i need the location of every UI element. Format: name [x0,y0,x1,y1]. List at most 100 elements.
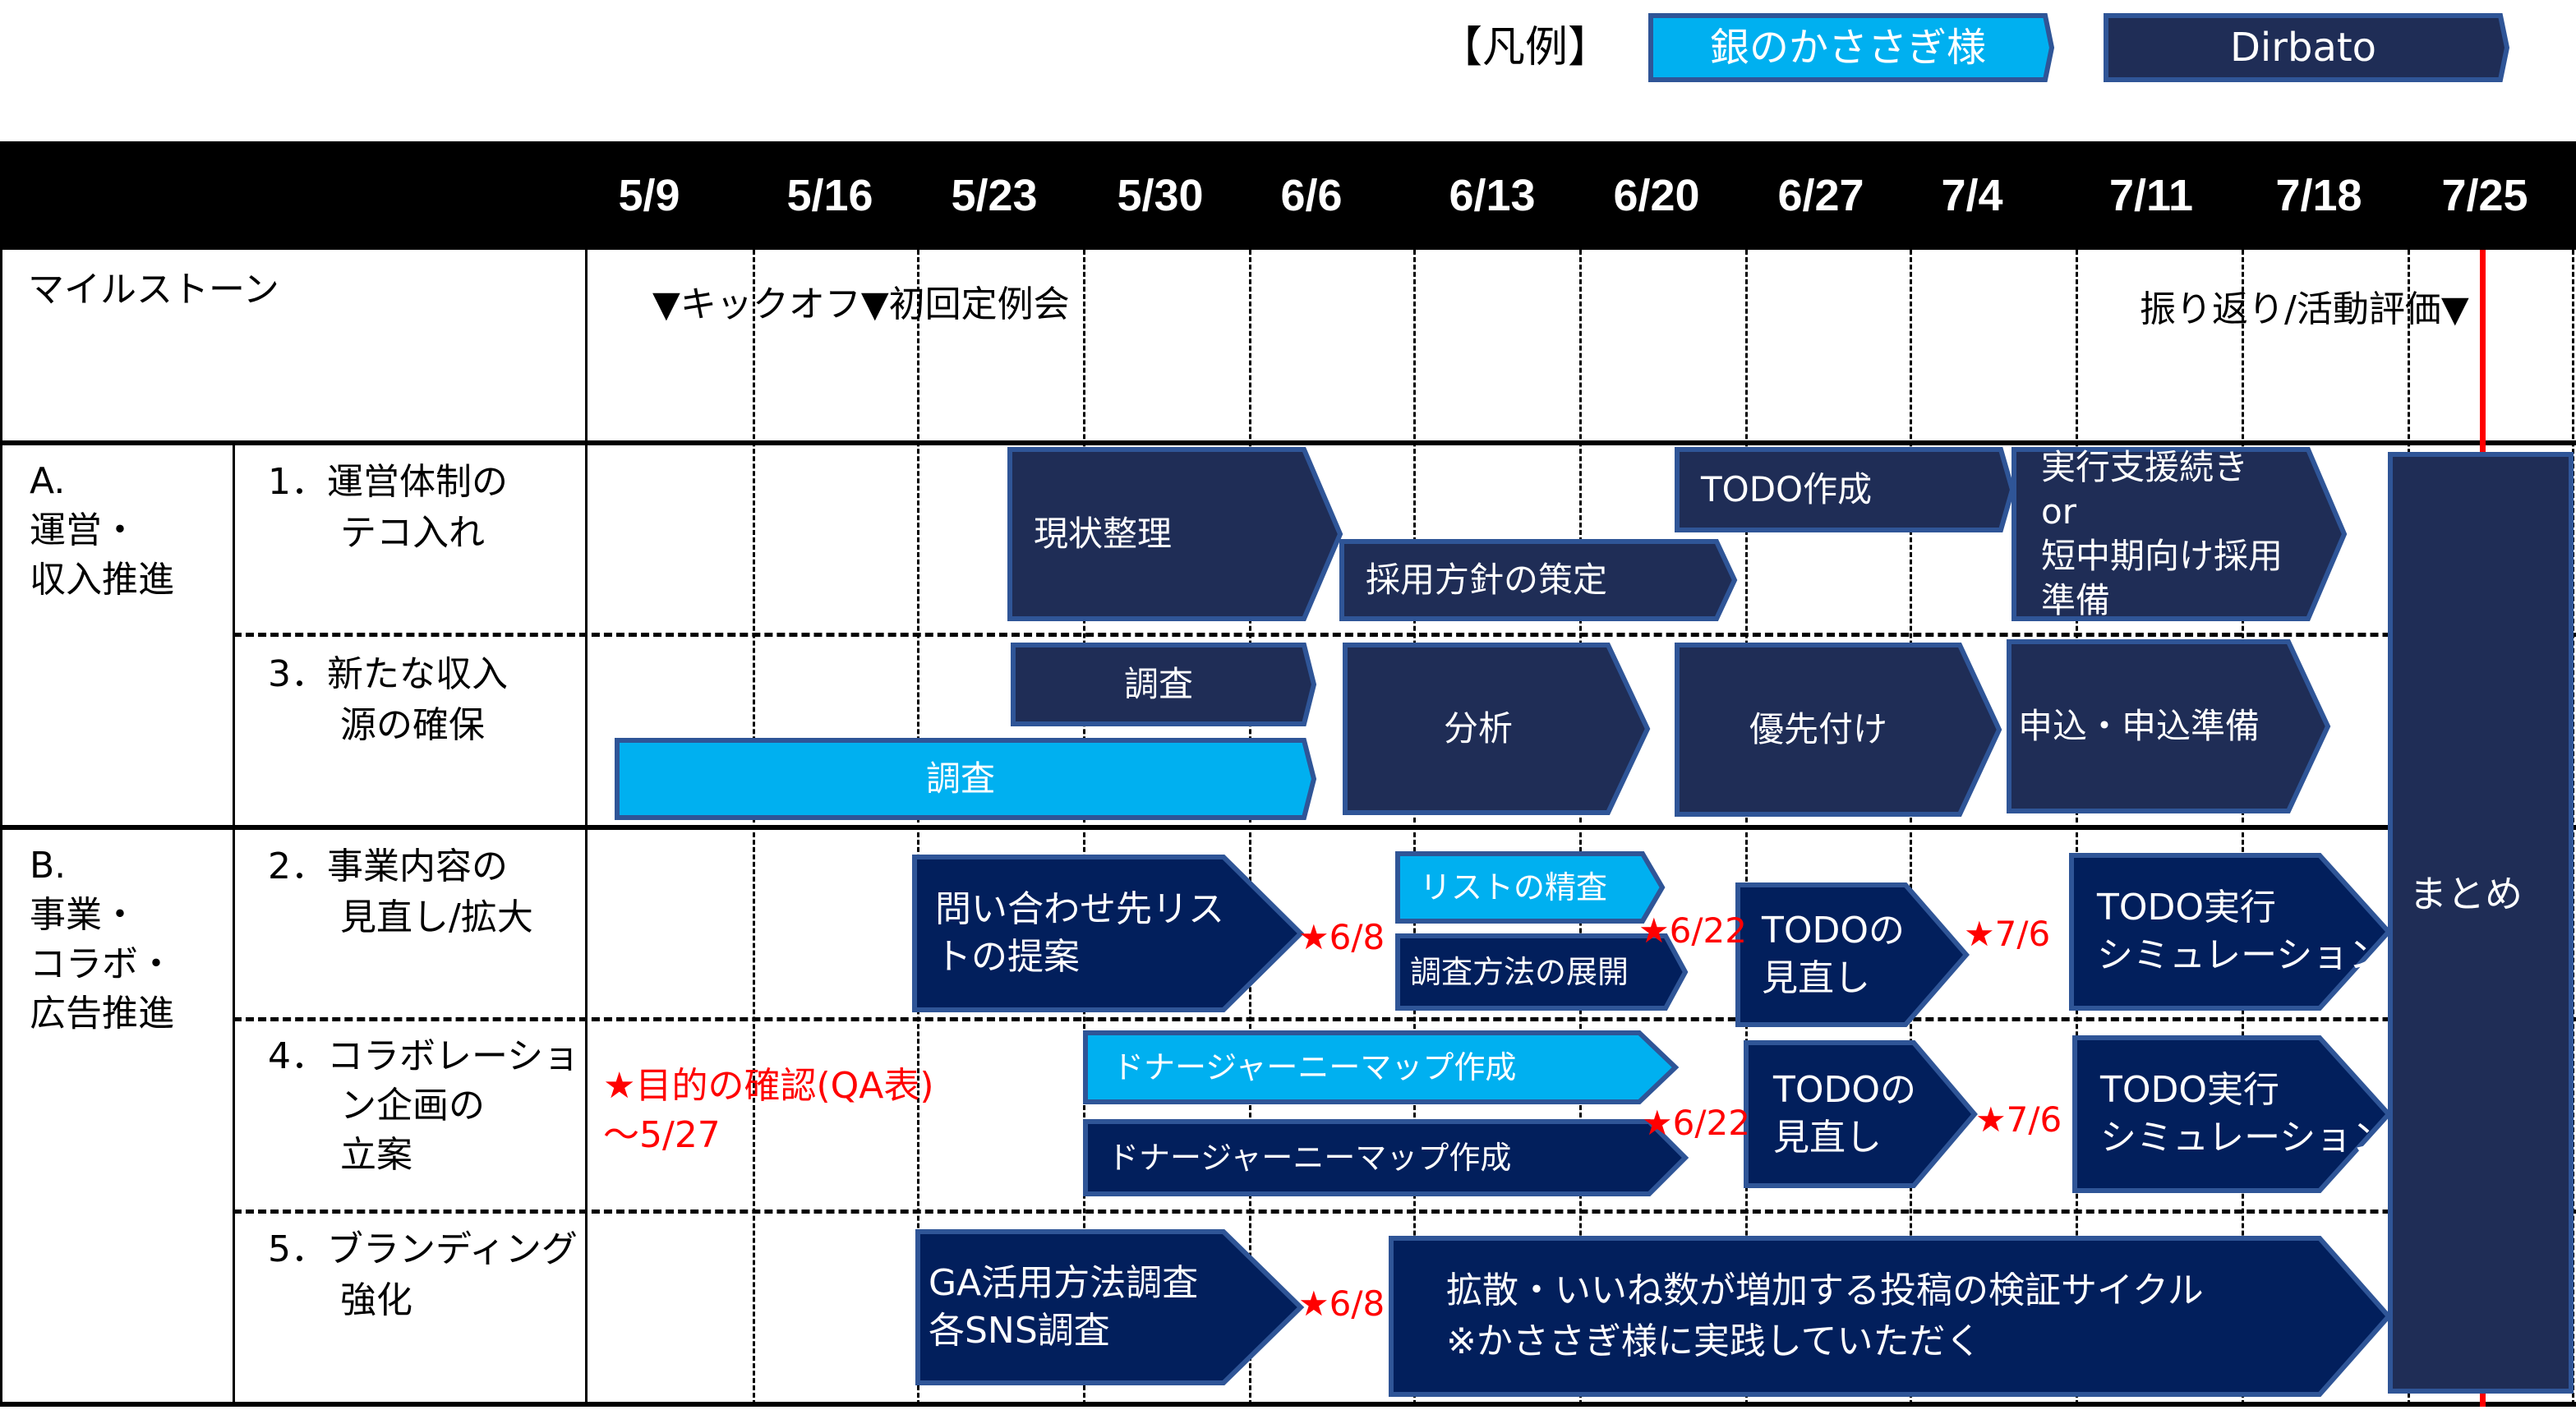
row-4-label: 4．コラボレーショ ン企画の 立案 [268,1035,580,1176]
shape-outline [1744,1040,1978,1188]
shape-outline [2388,452,2574,1394]
task-arrow [1389,1236,2393,1397]
shape-outline [1011,643,1317,726]
deadline-marker: ★7/6 [1975,1099,2062,1140]
shape-outline [1675,643,2002,817]
legend-label: 【凡例】 [1440,23,1611,72]
task-arrow [1675,643,2002,817]
date-label: 5/23 [951,171,1038,220]
task-todo-minaoshi-1: TODOの 見直し [1735,882,1970,1027]
shape-outline [1648,13,2055,82]
task-arrow [915,1229,1305,1385]
task-chosa-hoho: 調査方法の展開 [1395,933,1689,1011]
task-arrow [2388,452,2574,1394]
task-arrow [1648,13,2055,82]
date-label: 7/11 [2108,171,2194,220]
task-arrow [1339,539,1738,621]
task-label: 銀のかささぎ様 [1709,25,1986,71]
task-kakusan: 拡散・いいね数が増加する投稿の検証サイクル ※かささぎ様に実践していただく [1389,1236,2393,1397]
date-label: 5/16 [786,171,873,220]
task-label: Dirbato [2229,25,2377,71]
task-arrow [1744,1040,1978,1188]
shape-outline [915,1229,1305,1385]
row-divider [0,1402,2576,1407]
row-divider [0,825,2576,830]
date-label: 5/9 [618,171,680,220]
task-label: 調査方法の展開 [1410,954,1629,990]
shape-outline [615,738,1317,820]
task-arrow [1395,851,1666,924]
task-arrow [1735,882,1970,1027]
task-label: 問い合わせ先リス トの提案 [935,888,1224,978]
deadline-marker: ★6/8 [1298,1283,1385,1324]
task-arrow [1007,447,1343,621]
task-arrow [2072,1035,2393,1193]
date-label: 6/20 [1613,171,1700,220]
task-label: まとめ [2409,872,2523,916]
column-divider [585,250,588,1407]
task-arrow [2069,853,2393,1011]
task-todo-minaoshi-2: TODOの 見直し [1744,1040,1978,1188]
milestone-kickoff: ▼キックオフ▼初回定例会 [652,283,1070,325]
task-arrow [615,738,1317,820]
task-label: 実行支援続き or 短中期向け採用 準備 [2041,447,2283,620]
timeline-header [0,141,2576,250]
task-label: 分析 [1443,708,1513,749]
row-1-label: 1．運営体制の テコ入れ [268,461,508,554]
shape-outline [1083,1119,1689,1196]
deadline-marker: ★7/6 [1964,914,2051,954]
section-b-label: B. 事業・ コラボ・ 広告推進 [30,845,174,1034]
task-todo-sim-1: TODO実行 シミュレーション [2069,853,2393,1011]
purpose-deadline: ★目的の確認(QA表) ～5/27 [603,1065,934,1156]
task-donor-client: ドナージャーニーマップ作成 [1083,1030,1680,1104]
task-label: ドナージャーニーマップ作成 [1113,1049,1517,1085]
task-label: TODO作成 [1701,469,1873,509]
milestone-review: 振り返り/活動評価▼ [2140,288,2469,330]
task-label: 拡散・いいね数が増加する投稿の検証サイクル ※かささぎ様に実践していただく [1446,1269,2204,1362]
shape-outline [1395,851,1666,924]
deadline-marker: ★6/22 [1642,1103,1750,1143]
milestone-label: マイルストーン [28,269,279,311]
task-todo-sim-2: TODO実行 シミュレーション [2072,1035,2393,1193]
shape-outline [1339,539,1738,621]
task-chosa-dark: 調査 [1011,643,1317,726]
shape-outline [2104,13,2510,82]
border [0,141,2,1407]
task-arrow [1083,1119,1689,1196]
deadline-marker: ★6/8 [1298,917,1385,957]
task-yusen: 優先付け [1675,643,2002,817]
task-label: 現状整理 [1034,514,1173,554]
task-arrow [1011,643,1317,726]
task-label: 採用方針の策定 [1366,560,1608,600]
task-label: TODOの 見直し [1773,1069,1917,1159]
shape-outline [2011,447,2348,621]
row-divider [0,440,2576,445]
section-a-label: A. 運営・ 収入推進 [30,460,174,601]
task-arrow [2011,447,2348,621]
shape-outline [1735,882,1970,1027]
task-label: TODO実行 シミュレーション [2100,1069,2389,1159]
task-saiyo: 採用方針の策定 [1339,539,1738,621]
task-jikko: 実行支援続き or 短中期向け採用 準備 [2011,447,2348,621]
task-arrow [1675,447,2016,532]
date-label: 6/13 [1449,171,1536,220]
task-bunseki: 分析 [1343,643,1651,815]
shape-outline [1083,1030,1680,1104]
shape-outline [912,855,1305,1012]
task-list-seisa: リストの精査 [1395,851,1666,924]
task-todo-create: TODO作成 [1675,447,2016,532]
legend-vendor: Dirbato [2104,13,2510,82]
task-ga: GA活用方法調査 各SNS調査 [915,1229,1305,1385]
row-2-label: 2．事業内容の 見直し/拡大 [268,846,533,938]
row-5-label: 5．ブランディング 強化 [268,1228,578,1321]
task-arrow [1343,643,1651,815]
shape-outline [2069,853,2393,1011]
date-label: 6/6 [1280,171,1343,220]
date-label: 6/27 [1777,171,1864,220]
row-3-label: 3．新たな収入 源の確保 [268,653,508,746]
task-arrow [2007,639,2331,813]
task-chosa-client: 調査 [615,738,1317,820]
shape-outline [1389,1236,2393,1397]
task-genjo: 現状整理 [1007,447,1343,621]
task-donor-vendor: ドナージャーニーマップ作成 [1083,1119,1689,1196]
